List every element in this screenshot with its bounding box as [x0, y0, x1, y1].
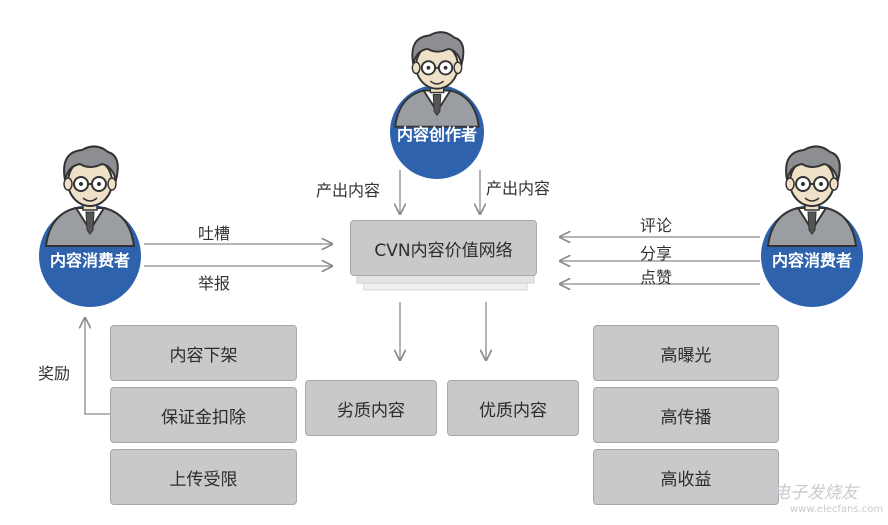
label-produce-right: 产出内容	[486, 179, 551, 198]
consumer-right-actor	[761, 145, 863, 307]
low-quality-box: 劣质内容	[305, 380, 437, 436]
benefit-box-2: 高传播	[593, 387, 779, 443]
label-produce-left: 产出内容	[316, 181, 381, 200]
consumer-right-avatar-icon	[767, 145, 857, 247]
label-reward: 奖励	[38, 364, 71, 383]
high-quality-box: 优质内容	[447, 380, 579, 436]
network-box: CVN内容价值网络	[350, 220, 537, 276]
label-report: 举报	[198, 274, 231, 293]
arrow-reward	[85, 318, 110, 415]
creator-label: 内容创作者	[396, 125, 477, 144]
creator-avatar-icon	[394, 31, 480, 128]
watermark-url: www.elecfans.com	[790, 504, 884, 515]
watermark-text: 电子发烧友	[773, 483, 858, 503]
creator-actor	[390, 31, 484, 179]
penalty-box-3: 上传受限	[110, 449, 297, 505]
penalty-box-1: 内容下架	[110, 325, 297, 381]
label-comment: 评论	[640, 216, 673, 235]
label-like: 点赞	[640, 268, 673, 287]
consumer-left-avatar-icon	[45, 145, 135, 247]
benefit-box-3: 高收益	[593, 449, 779, 505]
penalty-box-2: 保证金扣除	[110, 387, 297, 443]
consumer-right-label: 内容消费者	[771, 251, 852, 270]
label-share: 分享	[640, 244, 673, 263]
benefit-box-1: 高曝光	[593, 325, 779, 381]
consumer-left-actor	[39, 145, 141, 307]
consumer-left-label: 内容消费者	[49, 251, 130, 270]
label-complain: 吐槽	[198, 224, 231, 243]
